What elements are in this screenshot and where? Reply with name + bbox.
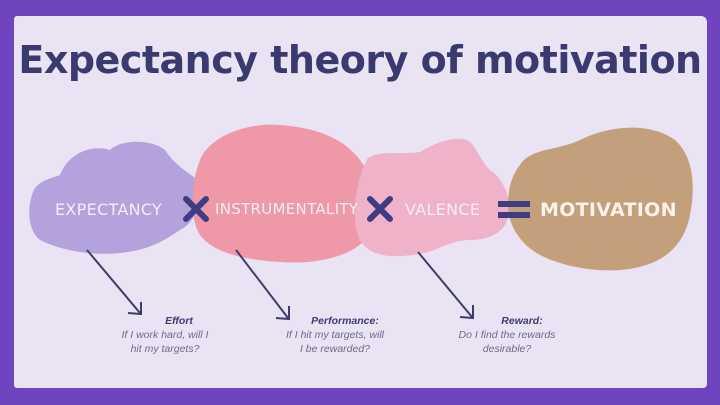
caption-line: If I hit my targets, will — [285, 329, 385, 341]
caption-line: Do I find the rewards — [458, 329, 556, 341]
caption-line: If I work hard, will I — [121, 329, 209, 341]
caption-line: I be rewarded? — [299, 343, 371, 355]
term-instrumentality: INSTRUMENTALITY — [215, 200, 359, 218]
multiply-icon — [183, 196, 209, 222]
caption-effort: Effort If I work hard, will I hit my tar… — [105, 314, 225, 356]
caption-reward: Reward: Do I find the rewards desirable? — [437, 314, 577, 356]
multiply-icon — [367, 196, 393, 222]
caption-heading: Performance: — [311, 315, 379, 327]
equals-icon — [498, 201, 530, 218]
term-motivation: MOTIVATION — [540, 199, 677, 221]
caption-line: desirable? — [482, 343, 532, 355]
term-valence: VALENCE — [405, 200, 481, 219]
caption-line: hit my targets? — [130, 343, 200, 355]
page-title: Expectancy theory of motivation — [18, 38, 702, 82]
caption-heading: Reward: — [501, 315, 543, 327]
caption-performance: Performance: If I hit my targets, will I… — [265, 314, 405, 356]
term-expectancy: EXPECTANCY — [55, 200, 163, 219]
caption-heading: Effort — [165, 315, 193, 327]
